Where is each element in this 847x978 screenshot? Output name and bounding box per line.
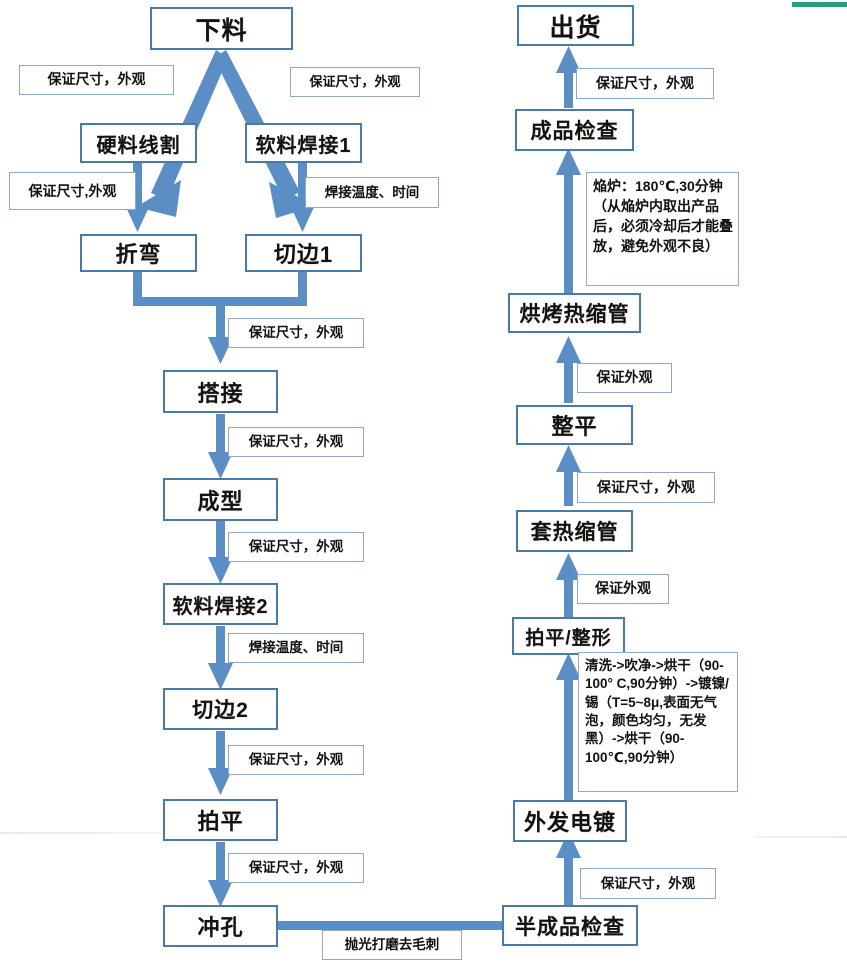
annotation-b2: 保证外观 <box>577 363 672 393</box>
annotation-a10: 保证尺寸，外观 <box>228 853 364 883</box>
node-paiping[interactable]: 拍平 <box>163 799 278 841</box>
annotation-text: 保证尺寸，外观 <box>248 752 344 768</box>
node-qiebian-1[interactable]: 切边1 <box>245 234 362 272</box>
node-label: 出货 <box>549 13 602 42</box>
node-label: 折弯 <box>115 242 162 267</box>
annotation-text: 抛光打磨去毛刺 <box>344 937 440 953</box>
node-zhewan[interactable]: 折弯 <box>80 234 197 272</box>
node-waifa-diandu[interactable]: 外发电镀 <box>513 800 627 842</box>
node-label: 冲孔 <box>197 915 244 940</box>
node-label: 成型 <box>197 488 244 514</box>
note-plating-process: 清洗->吹净->烘干（90-100° C,90分钟）->镀镍/锡（T=5~8μ,… <box>578 652 738 792</box>
node-xiaoliao[interactable]: 下料 <box>150 7 293 50</box>
node-label: 切边2 <box>192 699 249 722</box>
node-label: 下料 <box>195 16 248 45</box>
node-label: 套热缩管 <box>530 521 619 544</box>
node-label: 软料焊接2 <box>172 595 269 618</box>
node-dajie[interactable]: 搭接 <box>163 370 278 413</box>
node-label: 成品检查 <box>530 120 619 143</box>
annotation-text: 焊接温度、时间 <box>324 184 420 200</box>
annotation-text: 保证尺寸，外观 <box>600 875 696 891</box>
node-label: 硬料线割 <box>96 134 181 157</box>
accent-strip <box>792 2 847 7</box>
node-tao-reshuoguan[interactable]: 套热缩管 <box>516 510 633 552</box>
node-label: 搭接 <box>197 380 244 406</box>
annotation-text: 保证尺寸，外观 <box>596 74 694 91</box>
node-chongkong[interactable]: 冲孔 <box>163 905 278 947</box>
annotation-text: 保证尺寸，外观 <box>248 325 344 341</box>
annotation-text: 保证尺寸，外观 <box>248 539 344 555</box>
annotation-a5: 保证尺寸，外观 <box>228 318 364 348</box>
node-label: 软料焊接1 <box>255 134 352 157</box>
node-zhengping[interactable]: 整平 <box>516 405 633 445</box>
node-hongkao-reshuoguan[interactable]: 烘烤热缩管 <box>508 293 641 333</box>
annotation-text: 保证尺寸，外观 <box>248 434 344 450</box>
annotation-text: 保证尺寸，外观 <box>248 860 344 876</box>
divider-line-left <box>0 832 170 834</box>
node-chuhuo[interactable]: 出货 <box>517 5 634 46</box>
annotation-a11-polish: 抛光打磨去毛刺 <box>322 930 462 960</box>
annotation-text: 保证尺寸，外观 <box>47 71 146 88</box>
note-oven-process: 焔炉：180℃,30分钟（从焔炉内取出产品后，必须冷却后才能叠放，避免外观不良） <box>586 172 739 286</box>
annotation-text: 保证外观 <box>596 369 653 386</box>
node-paiping-zhengxing[interactable]: 拍平/整形 <box>512 617 625 655</box>
node-bancheng-jiancha[interactable]: 半成品检查 <box>502 905 638 946</box>
annotation-a1: 保证尺寸，外观 <box>19 65 174 95</box>
node-qiebian-2[interactable]: 切边2 <box>163 688 278 730</box>
annotation-a4: 焊接温度、时间 <box>305 177 439 208</box>
note-text: 焔炉：180℃,30分钟（从焔炉内取出产品后，必须冷却后才能叠放，避免外观不良） <box>593 178 733 254</box>
annotation-b5: 保证尺寸，外观 <box>580 868 716 899</box>
node-label: 半成品检查 <box>515 915 625 939</box>
annotation-b4: 保证外观 <box>577 574 669 604</box>
annotation-b3: 保证尺寸，外观 <box>577 472 715 503</box>
annotation-b1: 保证尺寸，外观 <box>576 68 714 99</box>
node-label: 拍平 <box>197 809 244 834</box>
divider-line-right <box>755 836 847 838</box>
node-chengpin-jiancha[interactable]: 成品检查 <box>515 109 634 151</box>
annotation-text: 焊接温度、时间 <box>248 640 344 656</box>
node-ruanliao-hanjie-1[interactable]: 软料焊接1 <box>245 123 362 163</box>
node-label: 外发电镀 <box>523 810 616 835</box>
annotation-text: 保证尺寸,外观 <box>28 182 117 199</box>
annotation-a3: 保证尺寸,外观 <box>9 172 136 210</box>
node-ruanliao-hanjie-2[interactable]: 软料焊接2 <box>163 583 278 625</box>
node-label: 整平 <box>551 414 598 439</box>
annotation-a6: 保证尺寸，外观 <box>228 427 364 457</box>
note-text: 清洗->吹净->烘干（90-100° C,90分钟）->镀镍/锡（T=5~8μ,… <box>585 658 729 765</box>
annotation-a8: 焊接温度、时间 <box>228 633 364 663</box>
annotation-a7: 保证尺寸，外观 <box>228 532 364 562</box>
annotation-text: 保证外观 <box>595 580 651 597</box>
node-label: 烘烤热缩管 <box>519 303 630 326</box>
annotation-a2: 保证尺寸，外观 <box>290 67 420 97</box>
node-chengxing[interactable]: 成型 <box>163 478 278 521</box>
annotation-text: 保证尺寸，外观 <box>597 478 695 495</box>
node-label: 拍平/整形 <box>525 627 612 649</box>
node-yingliao-xiange[interactable]: 硬料线割 <box>80 123 197 163</box>
annotation-a9: 保证尺寸，外观 <box>228 745 364 775</box>
annotation-text: 保证尺寸，外观 <box>309 73 401 89</box>
node-label: 切边1 <box>273 242 334 267</box>
